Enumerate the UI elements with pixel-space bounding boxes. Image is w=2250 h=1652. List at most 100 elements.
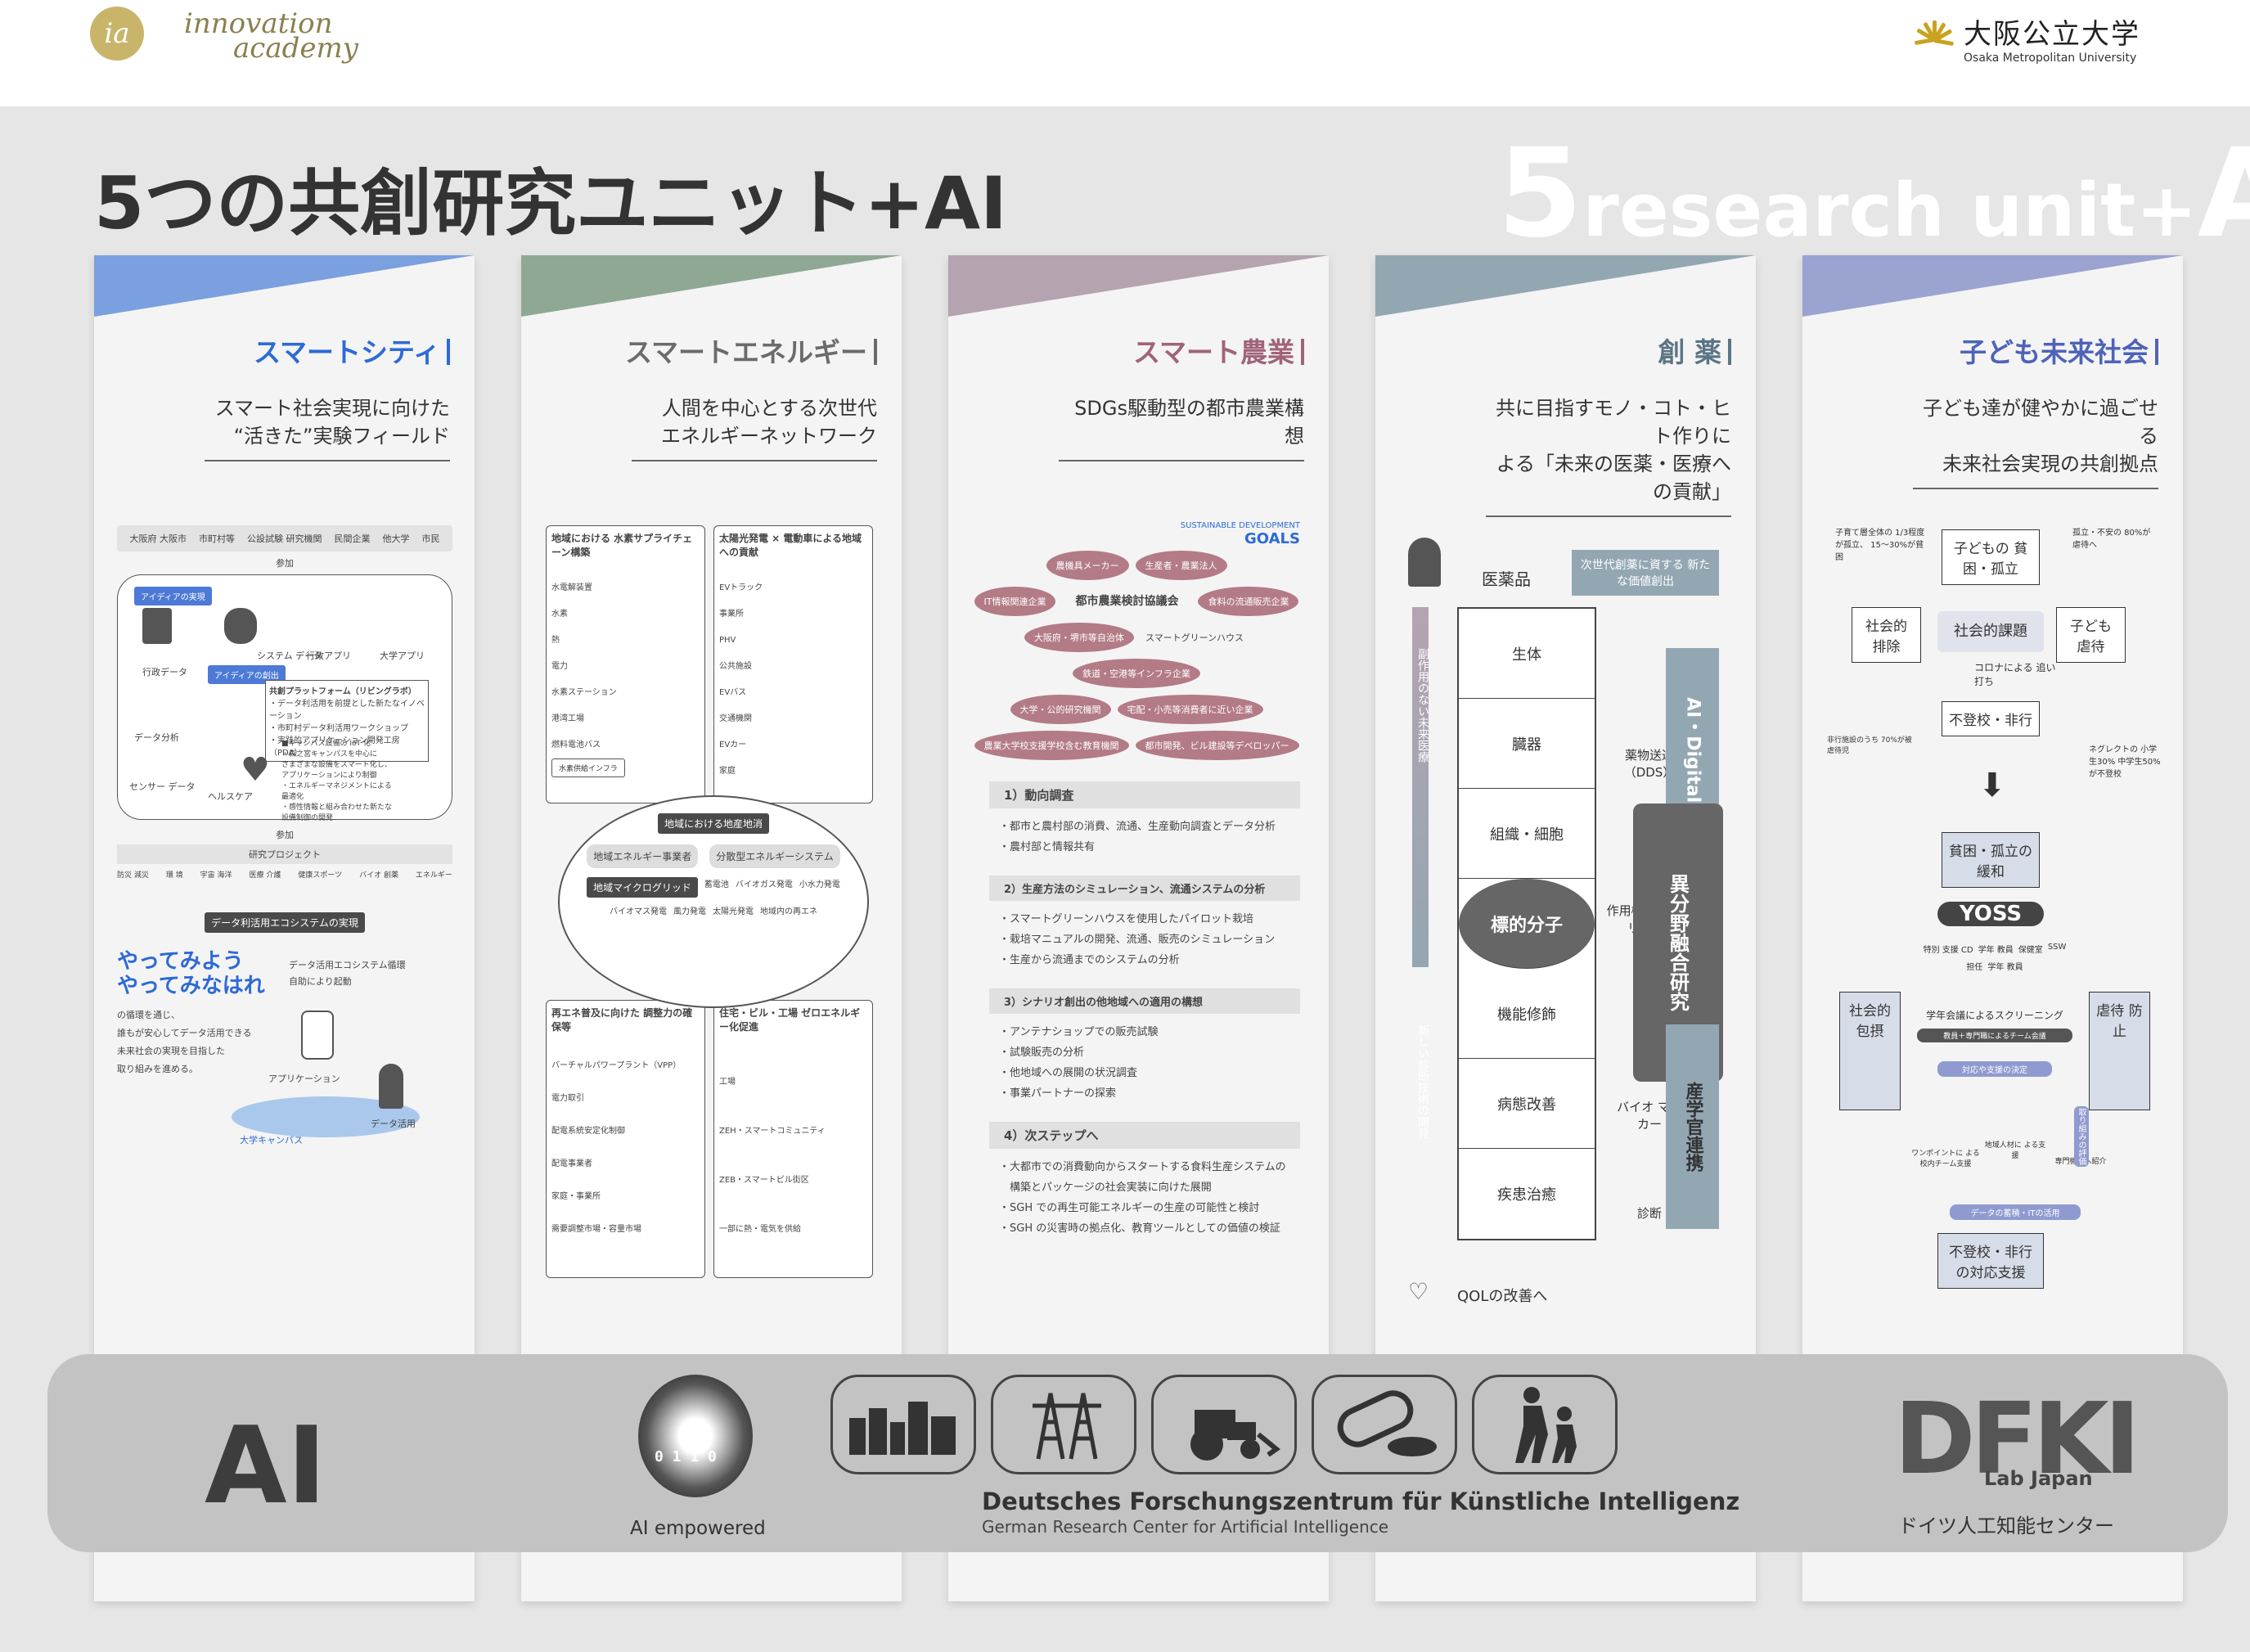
l: EVバス <box>719 688 747 697</box>
join-label: 参加 <box>276 558 294 569</box>
note1: 子育て層全体の 1/3程度が孤立、 15～30%が貧困 <box>1835 529 1925 562</box>
ai-big-label: AI <box>205 1403 326 1528</box>
l: 配電系統安定化制御 <box>551 1127 625 1136</box>
step-item: ・スマートグリーンハウスを使用したパイロット栽培 <box>999 913 1253 925</box>
d: 自助により起動 <box>289 976 352 987</box>
project: バイオ 創薬 <box>359 871 398 880</box>
support2: 地域人材に よる支援 <box>1984 1141 2046 1160</box>
l: 需要調整市場・容量市場 <box>551 1225 641 1234</box>
sub-line1: 共に目指すモノ・コト・ヒト作りに <box>1496 397 1731 448</box>
ecosystem-area: やってみよう やってみなはれ の循環を通じ、誰もが安心してデータ活用できる未来社… <box>117 949 452 1195</box>
platform-item: ・市町村データ利活用ワークショップ <box>269 724 408 733</box>
l: 水素 <box>551 610 568 619</box>
circle-title: 地域における地産地消 <box>657 813 769 834</box>
corona-label: コロナによる 追い打ち <box>1974 662 2056 687</box>
l: 熱 <box>551 636 560 645</box>
role: 特別 支援 CD <box>1923 946 1973 955</box>
c: 地域マイクログリッド <box>587 877 698 898</box>
role: 保健室 <box>2018 946 2043 955</box>
bio-label: バイオ マーカー <box>1617 1100 1682 1132</box>
project-title: 研究プロジェクト <box>117 844 452 864</box>
campus-label: 大学キャンパス <box>240 1135 303 1146</box>
panel-subtitle: 共に目指すモノ・コト・ヒト作りによる「未来の医薬・医療への貢献」 <box>1486 394 1731 517</box>
project: 防災 減災 <box>117 871 149 880</box>
ia-text2: academy <box>233 32 358 65</box>
role: 学年 教員 <box>1987 963 2023 972</box>
panel-title: スマートエネルギー <box>625 331 877 370</box>
platform-item: ・データ利活用を前提とした新たなイノベーション <box>269 700 425 721</box>
local-circle: 地域における地産地消 地域エネルギー事業者分散型エネルギーシステム地域マイクログ… <box>558 795 869 1008</box>
step-item: ・SGH の災害時の拠点化、教育ツールとしての価値の検証 <box>999 1222 1280 1235</box>
phone-icon <box>301 1011 334 1060</box>
stage: 疾患治癒 <box>1497 1186 1556 1204</box>
box-title: 太陽光発電 × 電動車による地域への貢献 <box>719 533 862 558</box>
ghost-research: research unit+ <box>1582 168 2198 254</box>
ai-band <box>47 1354 2228 1552</box>
down-arrow-icon: ⬇ <box>1978 767 2006 804</box>
children-icon <box>1472 1375 1618 1474</box>
slogan2: やってみなはれ <box>117 974 265 998</box>
ai-empowered: AI empowered <box>630 1518 766 1539</box>
unit-icons <box>830 1375 1618 1474</box>
step-item: ・大都市での消費動向からスタートする食料生産システムの <box>999 1161 1286 1173</box>
panel-header-band <box>94 255 475 317</box>
l: EVトラック <box>719 583 763 592</box>
dds-label: 薬物送達（DDS） <box>1623 748 1676 780</box>
box-title: 再エネ普及に向けた 調整力の確保等 <box>551 1007 693 1033</box>
issue-label: 社会的課題 <box>1937 611 2044 652</box>
d: の循環を通じ、 <box>117 1010 180 1020</box>
data-use: データ活用 <box>371 1119 416 1129</box>
labels: バーチャルパワープラント（VPP）電力取引配電系統安定化制御配電事業者家庭・事業… <box>551 1050 700 1246</box>
sdgs2: GOALS <box>1244 530 1300 547</box>
role: SSW <box>2047 943 2067 952</box>
platform-item: ・実践的アプリケーション開発工房（PDA） <box>269 736 400 758</box>
c: 太陽光発電 <box>713 907 754 916</box>
yoss-label: YOSS <box>1937 902 2044 926</box>
step-item: ・栽培マニュアルの開発、流通、販売のシミュレーション <box>999 934 1276 946</box>
sub-line2: “活きた”実験フィールド <box>233 425 450 448</box>
slogan1: やってみよう <box>117 949 244 974</box>
step-item: ・SGH での再生可能エネルギーの生産の可能性と検討 <box>999 1202 1260 1214</box>
node-school: 不登校・非行 <box>1942 701 2040 736</box>
diag-label: 診断 <box>1636 1206 1662 1221</box>
l: 燃料電池バス <box>551 740 601 749</box>
step-item: ・事業パートナーの探索 <box>999 1087 1117 1100</box>
step-head: 3）シナリオ創出の他地域への適用の構想 <box>989 988 1300 1014</box>
note4: ネグレクトの 小学生30% 中学生50% が不登校 <box>2089 745 2161 779</box>
dfki-logo: DFKI <box>1894 1383 2140 1497</box>
gov-app: 行政アプリ <box>306 650 351 661</box>
c: 風力発電 <box>673 907 706 916</box>
o: 宅配・小売等消費者に近い企業 <box>1117 695 1263 724</box>
medicine-icon <box>1408 538 1441 587</box>
healthcare: ヘルスケア <box>208 791 253 802</box>
sub-line1: スマート社会実現に向けた <box>214 397 450 420</box>
node-prevent: 虐待 防止 <box>2089 992 2150 1110</box>
d: 取り組みを進める。 <box>117 1064 198 1074</box>
platform-desc: 共創プラットフォーム（リビングラボ） ・データ利活用を前提とした新たなイノベーシ… <box>265 680 429 762</box>
c: 小水力発電 <box>799 880 840 889</box>
eco-desc: の循環を通じ、誰もが安心してデータ活用できる未来社会の実現を目指した取り組みを進… <box>117 1006 452 1078</box>
l: 水素ステーション <box>551 688 617 697</box>
step-item: ・生産から流通までのシステムの分析 <box>999 954 1180 966</box>
l: 工場 <box>719 1078 736 1087</box>
panel-subtitle: スマート社会実現に向けた “活きた”実験フィールド <box>205 394 450 461</box>
panel-title: スマートシティ <box>254 331 450 370</box>
o: 農業大学校支援学校含む教育機関 <box>974 731 1129 760</box>
idea-create: アイディアの創出 <box>208 665 286 684</box>
node-poverty: 子どもの 貧困・孤立 <box>1942 529 2040 585</box>
campus-notes: ■キャンパス設備の IoT 化・森之宮キャンパスを中心にさまざまな設備をスマート… <box>281 739 445 824</box>
infra: 水素供給インフラ <box>551 758 625 777</box>
o: 生産者・農業法人 <box>1135 551 1227 580</box>
node-relief: 貧困・孤立の 緩和 <box>1942 832 2040 888</box>
step-head: 2）生産方法のシミュレーション、流通システムの分析 <box>989 876 1300 901</box>
left-label-2: 新しい診断技術の開発 <box>1416 1024 1429 1139</box>
d: 誰もが安心してデータ活用できる <box>117 1028 252 1038</box>
ia-text1: innovation <box>184 7 333 40</box>
panel-header-band <box>1802 255 2183 317</box>
stage: 機能修飾 <box>1459 969 1595 1059</box>
l: PHV <box>719 636 736 645</box>
sensor-data: センサー データ <box>129 781 196 792</box>
project: エネルギー <box>415 871 452 880</box>
